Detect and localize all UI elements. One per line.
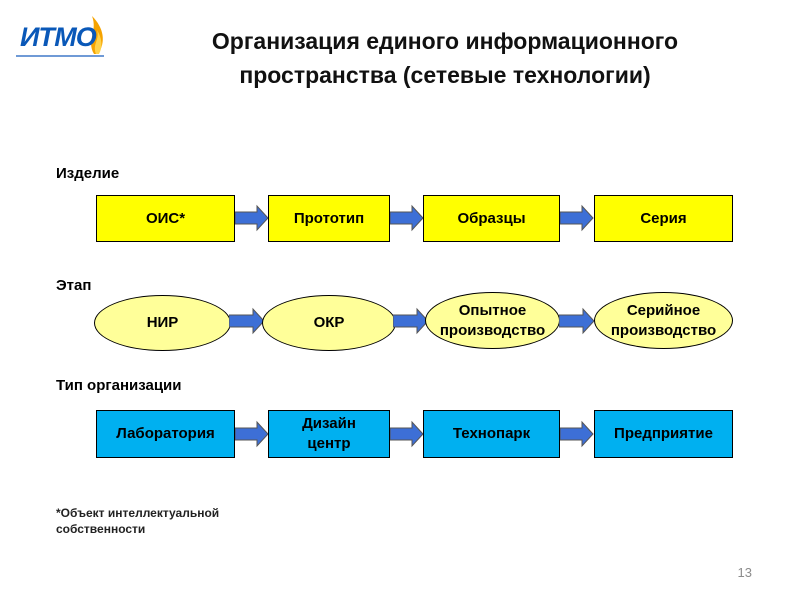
- arrow-right-icon: [390, 420, 424, 448]
- logo-wordmark: ИТМО: [20, 22, 97, 52]
- logo-underline: [16, 55, 104, 57]
- slide-title-line-2: пространства (сетевые технологии): [239, 62, 651, 88]
- page-number: 13: [737, 565, 752, 580]
- row-label-stage: Этап: [56, 277, 92, 294]
- node-org-design-center: Дизайн центр: [268, 410, 390, 458]
- row-label-organization-type: Тип организации: [56, 377, 182, 394]
- node-product-series: Серия: [594, 195, 733, 242]
- itmo-logo: ИТМО: [6, 14, 114, 60]
- arrow-right-icon: [390, 204, 424, 232]
- node-org-laboratory: Лаборатория: [96, 410, 235, 458]
- node-stage-serial-production: Серийное производство: [594, 292, 733, 349]
- arrow-right-icon: [560, 204, 594, 232]
- arrow-right-icon: [393, 307, 429, 335]
- slide-title: Организация единого информационного прос…: [150, 24, 740, 92]
- footnote: *Объект интеллектуальной собственности: [56, 506, 220, 536]
- arrow-right-icon: [235, 204, 269, 232]
- slide-title-line-1: Организация единого информационного: [211, 28, 679, 54]
- node-org-enterprise: Предприятие: [594, 410, 733, 458]
- node-stage-nir: НИР: [94, 295, 231, 351]
- arrow-right-icon: [559, 307, 595, 335]
- arrow-right-icon: [229, 307, 265, 335]
- node-product-prototype: Прототип: [268, 195, 390, 242]
- node-org-technopark: Технопарк: [423, 410, 560, 458]
- arrow-right-icon: [560, 420, 594, 448]
- row-label-product: Изделие: [56, 165, 120, 182]
- node-stage-okr: ОКР: [262, 295, 396, 351]
- node-product-samples: Образцы: [423, 195, 560, 242]
- node-stage-pilot-production: Опытное производство: [425, 292, 560, 349]
- arrow-right-icon: [235, 420, 269, 448]
- logo-flame-icon: [91, 16, 103, 54]
- node-product-ois: ОИС*: [96, 195, 235, 242]
